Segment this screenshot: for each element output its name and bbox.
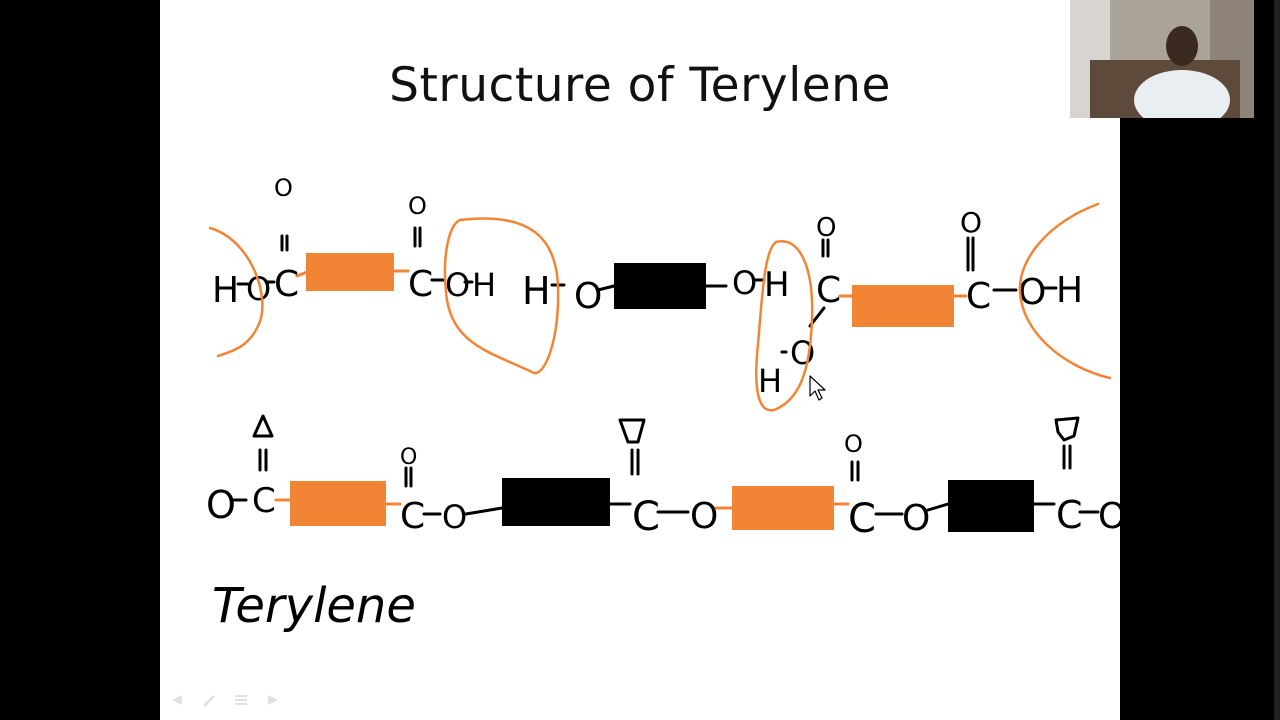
- atom-c: C: [400, 496, 425, 537]
- atom-o: [618, 418, 646, 444]
- atom-c: C: [408, 264, 433, 305]
- slide: Structure of Terylene H O C O C O O H H …: [160, 0, 1120, 720]
- menu-icon[interactable]: [232, 692, 250, 708]
- ethylene-group-block: [948, 480, 1034, 532]
- atom-h: H: [472, 266, 496, 304]
- atom-c: C: [816, 270, 841, 311]
- next-icon[interactable]: [264, 692, 282, 708]
- ethylene-group-block: [614, 263, 706, 309]
- atom-c: C: [966, 276, 991, 317]
- previous-icon[interactable]: [168, 692, 186, 708]
- atom-o: O: [732, 264, 757, 302]
- atom-o: O: [1098, 496, 1120, 537]
- handwritten-label: Terylene: [212, 578, 416, 634]
- polymer-chain: O C C O O C O C O: [206, 414, 1120, 542]
- benzene-ring-block: [852, 285, 954, 327]
- atom-h: H: [522, 269, 551, 313]
- atom-c: C: [274, 264, 299, 305]
- atom-o: O: [246, 270, 271, 308]
- atom-c: C: [848, 496, 876, 542]
- ethylene-group-block: [502, 478, 610, 526]
- slide-title: Structure of Terylene: [389, 58, 891, 113]
- circle-annotation: [443, 217, 560, 375]
- circle-annotation: [208, 226, 264, 358]
- elimination-circles: [208, 202, 1112, 412]
- cursor-icon: [809, 375, 826, 401]
- atom-o: O: [816, 213, 836, 243]
- webcam-feed: [1070, 0, 1254, 118]
- atom-o: O: [960, 206, 982, 239]
- pen-icon[interactable]: [200, 692, 218, 708]
- benzene-ring-block: [732, 486, 834, 530]
- circle-annotation: [1018, 202, 1112, 380]
- atom-o: [252, 414, 274, 438]
- presenter-video: [1070, 0, 1254, 118]
- atom-c: C: [1056, 493, 1083, 537]
- atom-o: O: [206, 483, 236, 527]
- atom-o: O: [408, 192, 427, 220]
- atom-h: H: [1056, 270, 1083, 311]
- atom-o: [1054, 416, 1080, 442]
- atom-c: C: [252, 481, 276, 521]
- benzene-ring-block: [290, 481, 386, 526]
- monomer-row: H O C O C O O H H O O H: [212, 174, 1083, 400]
- atom-o: O: [574, 276, 602, 317]
- atom-h: H: [764, 265, 790, 305]
- atom-o: O: [442, 498, 467, 536]
- atom-h: H: [212, 270, 239, 311]
- circle-annotation: [755, 240, 814, 412]
- atom-o: O: [400, 445, 417, 470]
- atom-o: O: [902, 498, 930, 539]
- scrollbar: [1274, 0, 1280, 720]
- atom-o: O: [445, 266, 470, 304]
- atom-o: O: [844, 430, 863, 458]
- structure-diagram: H O C O C O O H H O O H: [206, 174, 1120, 634]
- atom-c: C: [632, 494, 660, 540]
- atom-o: O: [274, 174, 293, 202]
- benzene-ring-block: [306, 253, 394, 291]
- atom-h: H: [758, 362, 782, 400]
- atom-o: O: [690, 496, 718, 537]
